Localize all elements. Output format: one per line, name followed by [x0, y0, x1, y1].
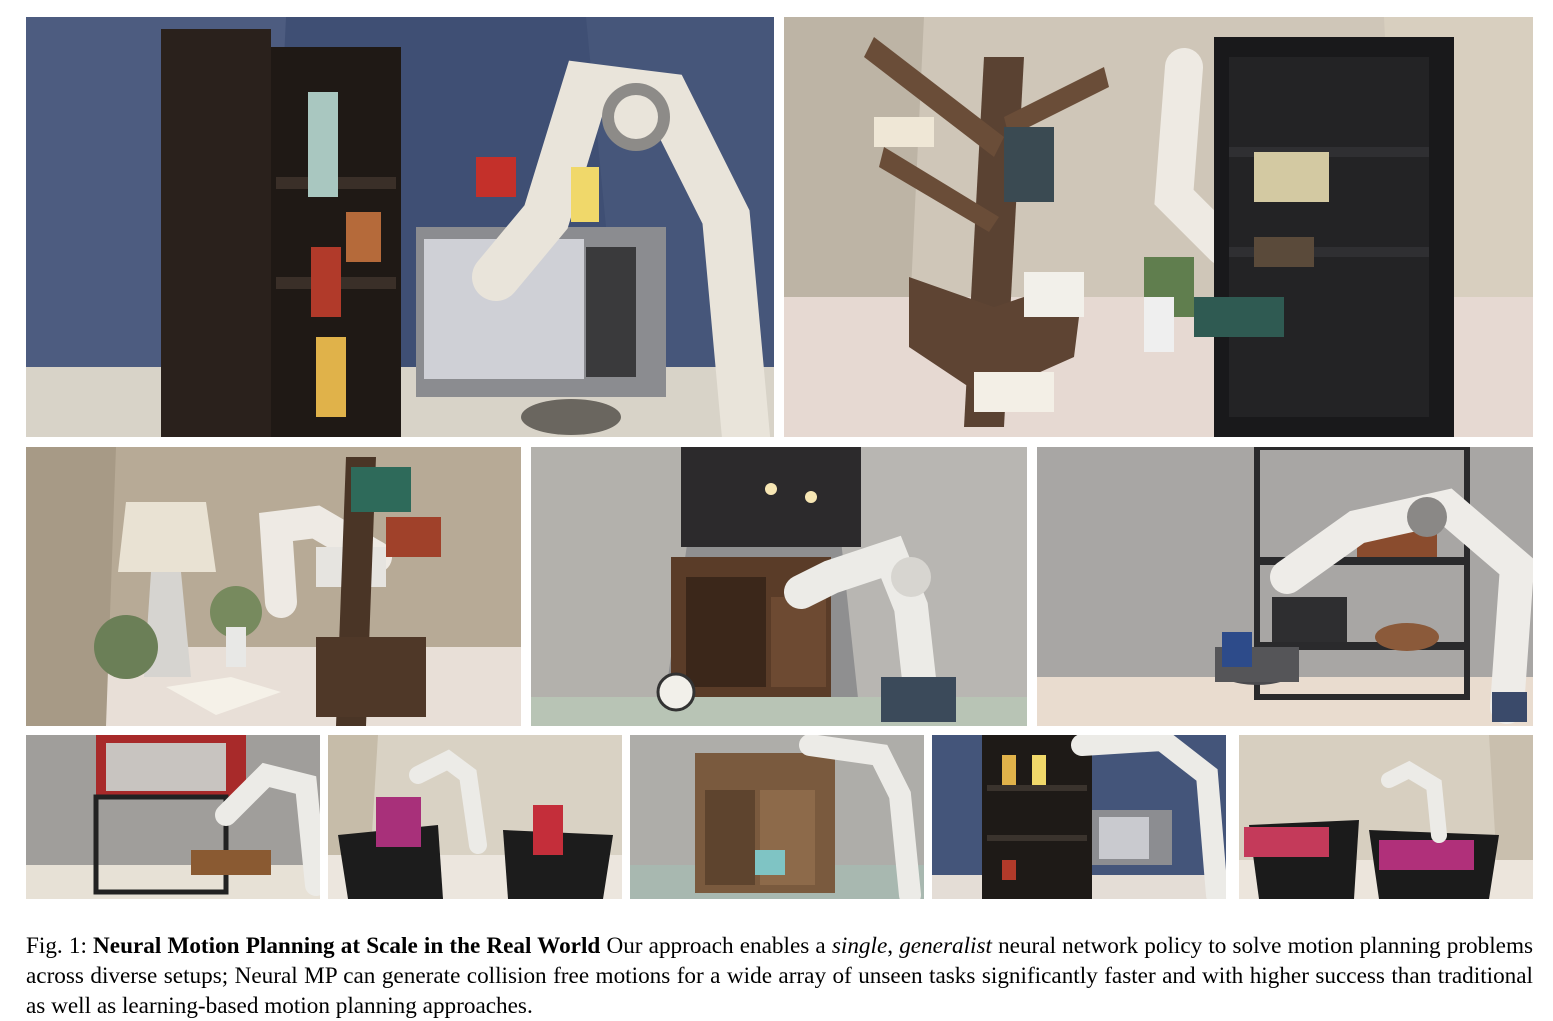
photo-wooden-cabinet-clock	[531, 447, 1027, 726]
photo-bins-board-games-2	[1239, 735, 1533, 899]
caption-em-single: single	[831, 933, 888, 960]
caption-title: Neural Motion Planning at Scale in the R…	[93, 933, 601, 960]
caption-text-1: Our approach enables a	[606, 933, 826, 960]
photo-toaster-pot-shelf	[1037, 447, 1533, 726]
photo-bins-board-games-1	[328, 735, 622, 899]
caption-em-generalist: generalist	[899, 933, 992, 960]
photo-red-microwave-rack	[26, 735, 320, 899]
photo-microwave-bookshelf	[26, 17, 774, 437]
photo-lamp-tree-shelf	[26, 447, 521, 726]
caption-text-3: neural network policy to solve motion pl…	[26, 933, 1534, 1020]
photo-rustic-cabinet	[630, 735, 924, 899]
photo-shelves-condiments-microwave	[932, 735, 1226, 899]
photo-bookshelf-tree	[784, 17, 1533, 437]
caption-label: Fig. 1:	[26, 933, 87, 960]
caption-text-2: ,	[887, 933, 894, 960]
figure-caption: Fig. 1: Neural Motion Planning at Scale …	[26, 931, 1533, 1021]
